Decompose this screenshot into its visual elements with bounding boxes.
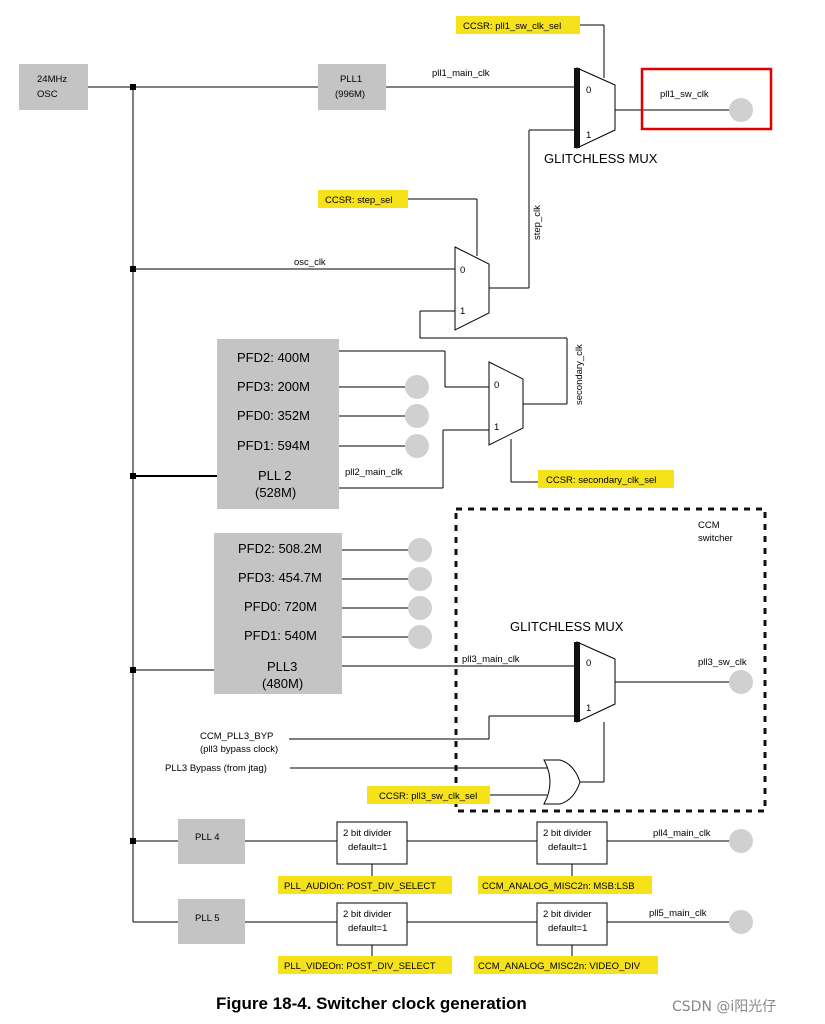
svg-text:PFD0: 720M: PFD0: 720M	[244, 599, 317, 614]
svg-text:PLL1: PLL1	[340, 74, 362, 85]
svg-text:2 bit divider: 2 bit divider	[343, 909, 392, 920]
secondary-mux: 0 1	[488, 361, 524, 446]
svg-text:CCM_ANALOG_MISC2n: MSB:LSB: CCM_ANALOG_MISC2n: MSB:LSB	[482, 881, 635, 892]
pll4-divider-2: 2 bit divider default=1	[536, 821, 608, 865]
figure-caption: Figure 18-4. Switcher clock generation	[216, 994, 527, 1013]
svg-text:PLL 4: PLL 4	[195, 832, 219, 843]
pll3-block: PFD2: 508.2M PFD3: 454.7M PFD0: 720M PFD…	[214, 533, 342, 694]
svg-text:CCSR: step_sel: CCSR: step_sel	[325, 195, 393, 206]
svg-text:2 bit divider: 2 bit divider	[543, 909, 592, 920]
pll3-main-clk-label: pll3_main_clk	[462, 654, 520, 665]
pll4-block: PLL 4	[178, 819, 245, 864]
svg-text:CCM: CCM	[698, 520, 720, 531]
svg-text:1: 1	[586, 130, 591, 141]
svg-text:CCM_ANALOG_MISC2n: VIDEO_DIV: CCM_ANALOG_MISC2n: VIDEO_DIV	[478, 961, 641, 972]
svg-text:2 bit divider: 2 bit divider	[543, 828, 592, 839]
svg-text:OSC: OSC	[37, 89, 58, 100]
svg-text:switcher: switcher	[698, 533, 733, 544]
pll1-sw-clk-terminal	[729, 98, 753, 122]
svg-text:0: 0	[494, 380, 499, 391]
pll4-main-clk-terminal	[729, 829, 753, 853]
svg-text:CCSR: pll3_sw_clk_sel: CCSR: pll3_sw_clk_sel	[379, 791, 477, 802]
svg-text:1: 1	[494, 422, 499, 433]
ccsr-secondary-clk-sel: CCSR: secondary_clk_sel	[538, 470, 674, 488]
svg-text:PFD3: 454.7M: PFD3: 454.7M	[238, 570, 322, 585]
ccm-analog-misc2n-msb-lsb: CCM_ANALOG_MISC2n: MSB:LSB	[478, 876, 652, 894]
pll2-main-clk-label: pll2_main_clk	[345, 467, 403, 478]
svg-text:1: 1	[460, 306, 465, 317]
svg-text:CCM_PLL3_BYP: CCM_PLL3_BYP	[200, 731, 273, 742]
svg-text:PLL3 Bypass (from jtag): PLL3 Bypass (from jtag)	[165, 763, 267, 774]
glitchless-mux-2: 0 1	[574, 641, 616, 723]
pll2-block: PFD2: 400M PFD3: 200M PFD0: 352M PFD1: 5…	[217, 339, 339, 509]
step-clk-label: step_clk	[532, 205, 543, 240]
svg-text:PFD1: 594M: PFD1: 594M	[237, 438, 310, 453]
svg-text:PFD3: 200M: PFD3: 200M	[237, 379, 310, 394]
svg-text:PLL3: PLL3	[267, 659, 297, 674]
pll1-main-clk-label: pll1_main_clk	[432, 68, 490, 79]
pll-video-post-div: PLL_VIDEOn: POST_DIV_SELECT	[278, 956, 452, 974]
pll5-divider-1: 2 bit divider default=1	[336, 902, 408, 946]
osc-block: 24MHz OSC	[19, 64, 88, 110]
svg-text:(480M): (480M)	[262, 676, 303, 691]
pll5-divider-2: 2 bit divider default=1	[536, 902, 608, 946]
svg-text:PLL 5: PLL 5	[195, 913, 219, 924]
svg-text:0: 0	[460, 265, 465, 276]
ccsr-pll1-sw-clk-sel: CCSR: pll1_sw_clk_sel	[456, 16, 580, 34]
svg-text:1: 1	[586, 703, 591, 714]
glitchless-mux-1: 0 1	[574, 67, 616, 149]
svg-text:(pll3 bypass clock): (pll3 bypass clock)	[200, 744, 278, 755]
glitchless-mux-1-label: GLITCHLESS MUX	[544, 151, 658, 166]
glitchless-mux-2-label: GLITCHLESS MUX	[510, 619, 624, 634]
pll5-main-clk-terminal	[729, 910, 753, 934]
svg-text:2 bit divider: 2 bit divider	[343, 828, 392, 839]
osc-clk-label: osc_clk	[294, 257, 326, 268]
pll3-sw-clk-terminal	[729, 670, 753, 694]
svg-text:PFD0: 352M: PFD0: 352M	[237, 408, 310, 423]
ccsr-step-sel: CCSR: step_sel	[318, 190, 408, 208]
ccm-analog-misc2n-video-div: CCM_ANALOG_MISC2n: VIDEO_DIV	[474, 956, 658, 974]
step-mux: 0 1	[454, 246, 490, 331]
svg-text:pll4_main_clk: pll4_main_clk	[653, 828, 711, 839]
svg-text:PLL_AUDIOn: POST_DIV_SELECT: PLL_AUDIOn: POST_DIV_SELECT	[284, 881, 436, 892]
svg-text:default=1: default=1	[348, 923, 387, 934]
svg-text:default=1: default=1	[548, 923, 587, 934]
svg-text:PFD2: 400M: PFD2: 400M	[237, 350, 310, 365]
watermark: CSDN @i阳光仔	[672, 999, 776, 1015]
svg-text:PLL 2: PLL 2	[258, 468, 292, 483]
svg-text:CCSR: secondary_clk_sel: CCSR: secondary_clk_sel	[546, 475, 656, 486]
svg-text:pll5_main_clk: pll5_main_clk	[649, 908, 707, 919]
svg-text:default=1: default=1	[548, 842, 587, 853]
svg-text:0: 0	[586, 658, 591, 669]
highlight-box	[640, 67, 773, 131]
pll1-sw-clk-label: pll1_sw_clk	[660, 89, 709, 100]
or-gate	[543, 759, 581, 805]
ccm-switcher-region	[454, 507, 767, 813]
pll3-sw-clk-label: pll3_sw_clk	[698, 657, 747, 668]
svg-text:(528M): (528M)	[255, 485, 296, 500]
svg-text:24MHz: 24MHz	[37, 74, 67, 85]
svg-text:(996M): (996M)	[335, 89, 365, 100]
svg-text:default=1: default=1	[348, 842, 387, 853]
pll5-block: PLL 5	[178, 899, 245, 944]
svg-text:PLL_VIDEOn: POST_DIV_SELECT: PLL_VIDEOn: POST_DIV_SELECT	[284, 961, 436, 972]
svg-text:0: 0	[586, 85, 591, 96]
svg-text:PFD2: 508.2M: PFD2: 508.2M	[238, 541, 322, 556]
svg-text:CCSR: pll1_sw_clk_sel: CCSR: pll1_sw_clk_sel	[463, 21, 561, 32]
svg-text:PFD1: 540M: PFD1: 540M	[244, 628, 317, 643]
pll1-block: PLL1 (996M)	[318, 64, 386, 110]
secondary-clk-label: secondary_clk	[574, 344, 585, 405]
pll4-divider-1: 2 bit divider default=1	[336, 821, 408, 865]
ccsr-pll3-sw-clk-sel: CCSR: pll3_sw_clk_sel	[367, 786, 490, 804]
pll-audio-post-div: PLL_AUDIOn: POST_DIV_SELECT	[278, 876, 452, 894]
